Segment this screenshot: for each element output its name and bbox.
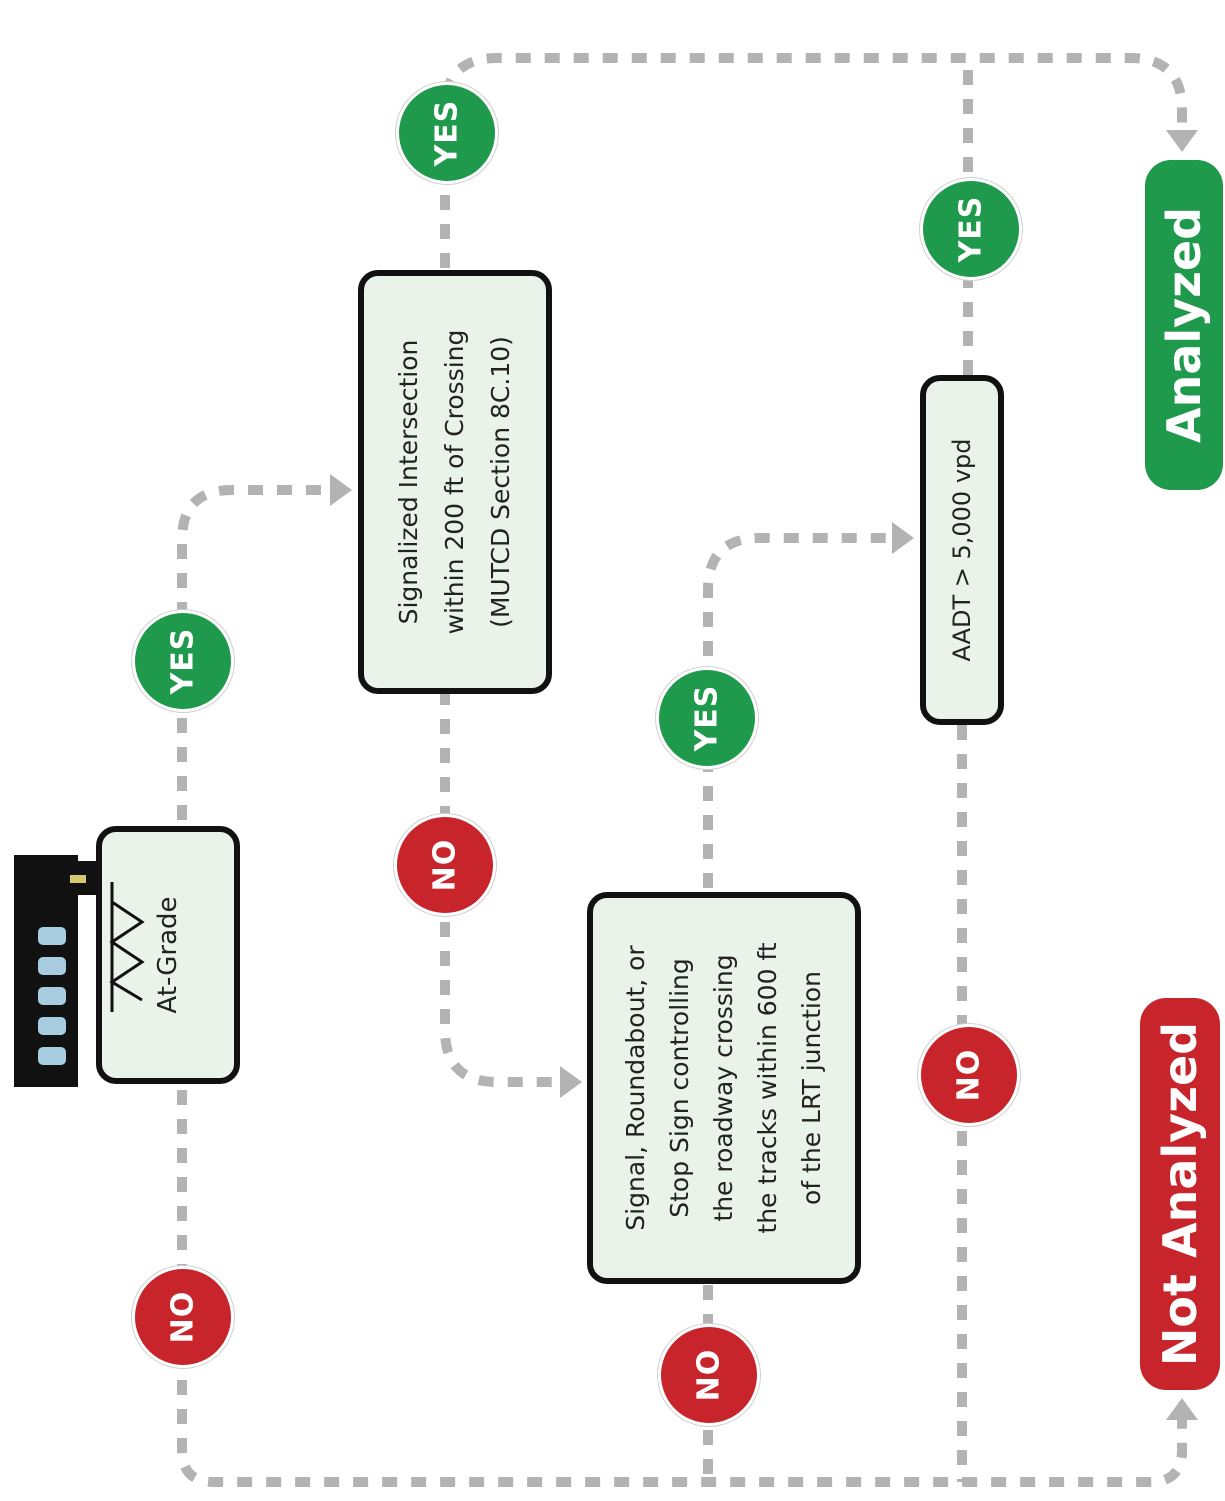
crossing-control-text: Signal, Roundabout, or Stop Sign control… — [621, 942, 826, 1234]
arrow-to-signalized — [330, 474, 352, 506]
signalized-intersection-text: Signalized Intersection within 200 ft of… — [394, 329, 515, 635]
no-badge-control: NO — [658, 1324, 760, 1426]
light-rail-train-icon — [14, 855, 96, 1087]
at-grade-label: At-Grade — [153, 896, 183, 1014]
no-badge-signalized: NO — [394, 814, 496, 916]
overhead-catenary-icon — [109, 882, 145, 1012]
analyzed-outcome: Analyzed — [1145, 160, 1223, 490]
connector-signalized-no — [440, 690, 560, 1087]
yes-badge-at-grade: YES — [132, 610, 234, 712]
arrow-to-control — [560, 1066, 582, 1098]
no-badge-at-grade: NO — [132, 1266, 234, 1368]
connector-signalized-yes — [440, 53, 1187, 268]
connector-atgrade-no — [177, 1090, 1187, 1487]
not-analyzed-outcome: Not Analyzed — [1140, 998, 1220, 1390]
no-badge-aadt: NO — [918, 1024, 1020, 1126]
signalized-intersection-box: Signalized Intersection within 200 ft of… — [358, 270, 552, 694]
crossing-control-box: Signal, Roundabout, or Stop Sign control… — [587, 892, 861, 1284]
aadt-text: AADT > 5,000 vpd — [948, 438, 976, 662]
yes-badge-control: YES — [656, 667, 758, 769]
connector-atgrade-yes — [177, 485, 330, 820]
aadt-box: AADT > 5,000 vpd — [920, 375, 1004, 725]
arrow-to-analyzed — [1166, 130, 1198, 152]
yes-badge-signalized: YES — [396, 82, 498, 184]
at-grade-box: At-Grade — [96, 826, 240, 1084]
yes-badge-aadt: YES — [920, 178, 1022, 280]
connector-control-yes — [703, 533, 892, 888]
arrow-to-aadt — [892, 522, 914, 554]
arrow-to-not-analyzed — [1166, 1398, 1198, 1420]
